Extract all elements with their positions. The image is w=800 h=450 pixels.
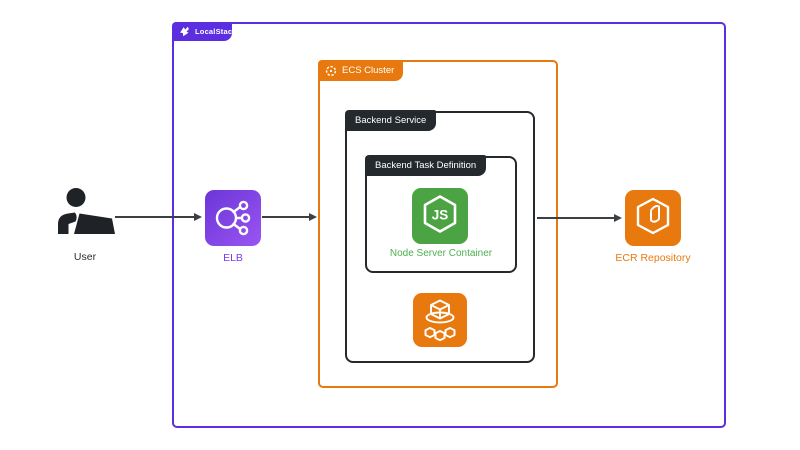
user-label: User: [73, 251, 97, 263]
elb-icon: [205, 190, 261, 246]
ecr-repository-label: ECR Repository: [615, 252, 691, 264]
backend-service-boundary-box: [345, 111, 535, 363]
arrow-elb-to-ecs-cluster: [262, 212, 317, 221]
task-definition-tab-label: Backend Task Definition: [375, 160, 477, 171]
localstack-boundary-box: [172, 22, 726, 428]
node-server-container-label: Node Server Container: [389, 248, 493, 259]
backend-service-tab: Backend Service: [345, 110, 437, 131]
ecr-repository-icon: [625, 190, 681, 246]
localstack-tab: LocalStack: [172, 22, 236, 41]
backend-service-tab-label: Backend Service: [355, 115, 427, 126]
arrow-user-to-elb: [115, 212, 202, 221]
ecs-cluster-tab: ECS Cluster: [318, 60, 404, 81]
user-actor-icon: [55, 187, 115, 246]
ecs-service-icon: [413, 293, 467, 347]
nodejs-js-glyph: JS: [432, 208, 449, 223]
ecs-cluster-icon: [325, 65, 337, 77]
elb-label: ELB: [223, 252, 243, 264]
arrow-backend-service-to-ecr: [537, 213, 622, 222]
localstack-logo-icon: [179, 26, 190, 37]
task-definition-tab: Backend Task Definition: [365, 155, 487, 176]
localstack-tab-label: LocalStack: [195, 27, 237, 36]
ecs-cluster-boundary-box: [318, 60, 558, 388]
ecs-cluster-tab-label: ECS Cluster: [342, 65, 395, 76]
nodejs-icon: JS: [412, 188, 468, 244]
